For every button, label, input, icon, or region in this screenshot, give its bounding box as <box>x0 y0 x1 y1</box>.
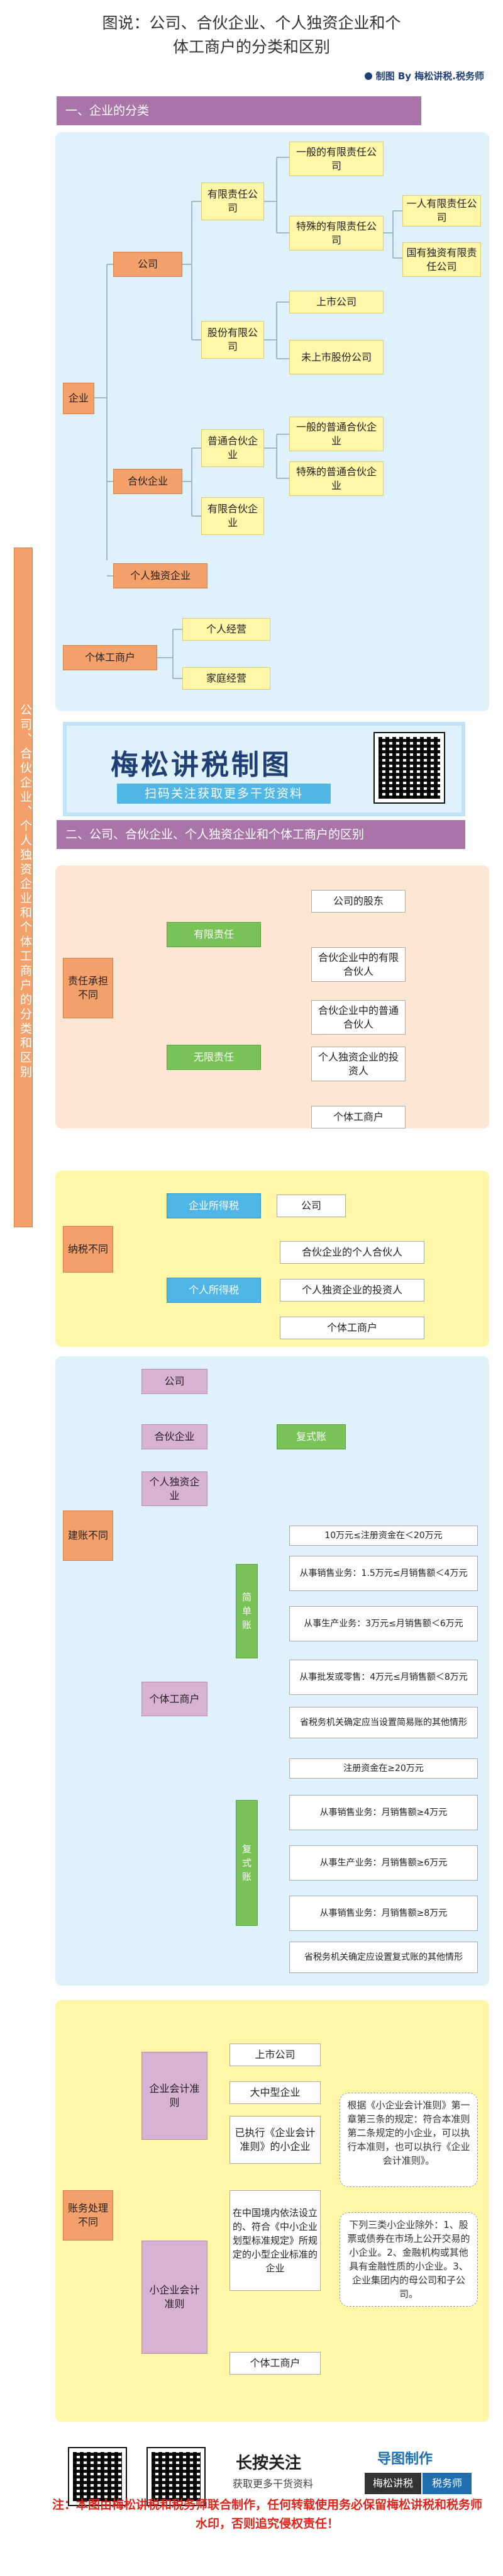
banner-subtitle: 扫码关注获取更多干货资料 <box>117 784 331 804</box>
node-sole-proprietorship: 个人独资企业 <box>113 563 207 588</box>
simple-rule-3: 从事生产业务：3万元≤月销售额＜6万元 <box>289 1606 478 1641</box>
footer: 长按关注 获取更多干货资料 导图制作 梅松讲税 税务师 <box>0 2433 503 2576</box>
node-one-person-llc: 一人有限责任公司 <box>402 195 481 227</box>
node-acc-small-desc: 在中国境内依法设立的、符合《中小企业划型标准规定》所规定的小型企业标准的企业 <box>229 2190 321 2291</box>
vertical-label: 公司、合伙企业、个人独资企业和个体工商户的分类和区别 <box>14 548 33 1227</box>
node-acc-large: 大中型企业 <box>229 2081 321 2104</box>
node-bk-individual: 个体工商户 <box>141 1682 207 1716</box>
footer-brand: 梅松讲税 <box>365 2473 421 2494</box>
node-limited-partnership: 有限合伙企业 <box>201 497 264 535</box>
node-listed: 上市公司 <box>289 291 384 313</box>
node-unlisted: 未上市股份公司 <box>289 340 384 374</box>
simple-rule-4: 从事批发或零售：4万元≤月销售额＜8万元 <box>289 1660 478 1695</box>
node-bookkeeping: 建账不同 <box>63 1510 113 1561</box>
node-special-gp: 特殊的普通合伙企业 <box>289 461 384 496</box>
simple-rule-1: 10万元≤注册资金在＜20万元 <box>289 1526 478 1546</box>
qr-code-icon <box>146 2447 206 2506</box>
node-family-operation: 家庭经营 <box>182 667 270 690</box>
node-small-enterprise-standards: 小企业会计准则 <box>141 2241 207 2354</box>
node-sole-investor-tax: 个人独资企业的投资人 <box>280 1279 424 1302</box>
node-sole-investor: 个人独资企业的投资人 <box>311 1047 406 1081</box>
node-double-entry: 复式账 <box>277 1424 346 1449</box>
node-simple-accounts: 简单账 <box>236 1564 258 1658</box>
double-rule-4: 从事销售业务：月销售额≥8万元 <box>289 1896 478 1931</box>
footer-brand2: 税务师 <box>423 2473 472 2494</box>
node-acc-listed: 上市公司 <box>229 2044 321 2066</box>
brand-banner: 梅松讲税制图 扫码关注获取更多干货资料 <box>63 722 465 816</box>
footer-follow: 长按关注 <box>236 2454 302 2473</box>
credit: 制图 By 梅松讲税.税务师 <box>364 69 484 82</box>
footer-follow-sub: 获取更多干货资料 <box>233 2478 314 2490</box>
double-rule-1: 注册资金在≥20万元 <box>289 1758 478 1779</box>
footer-daotu: 导图制作 <box>377 2451 433 2467</box>
node-accounting: 账务处理不同 <box>63 2190 113 2241</box>
double-rule-5: 省税务机关确定应设置复式账的其他情形 <box>289 1942 478 1973</box>
node-acc-executed: 已执行《企业会计准则》的小企业 <box>229 2116 321 2164</box>
simple-rule-5: 省税务机关确定应当设置简易账的其他情形 <box>289 1707 478 1738</box>
banner-title: 梅松讲税制图 <box>111 749 292 781</box>
node-individual-business-tax: 个体工商户 <box>280 1317 424 1339</box>
footer-note: 注：本图由梅松讲税和税务师联合制作，任何转载使用务必保留梅松讲税和税务师水印，否… <box>52 2498 482 2531</box>
qr-code-icon <box>68 2447 127 2506</box>
section-2-title: 二、公司、合伙企业、个人独资企业和个体工商户的区别 <box>57 820 465 849</box>
dot-icon <box>364 72 372 80</box>
note-small-enterprise: 根据《小企业会计准则》第一章第三条的规定：符合本准则第二条规定的小企业，可以执行… <box>340 2093 478 2187</box>
double-rule-2: 从事销售业务：月销售额≥4万元 <box>289 1795 478 1830</box>
node-shareholders: 公司的股东 <box>311 890 406 913</box>
node-enterprise: 企业 <box>63 383 94 414</box>
node-special-llc: 特殊的有限责任公司 <box>289 216 384 250</box>
node-limited-partners: 合伙企业中的有限合伙人 <box>311 947 406 982</box>
node-joint-stock: 股份有限公司 <box>201 321 264 359</box>
node-company-tax: 公司 <box>277 1195 346 1217</box>
credit-text: 制图 By 梅松讲税.税务师 <box>375 70 484 82</box>
qr-code-icon <box>373 732 445 804</box>
node-enterprise-standards: 企业会计准则 <box>141 2052 207 2140</box>
node-general-partners: 合伙企业中的普通合伙人 <box>311 1000 406 1035</box>
diagram-title-line1: 图说：公司、合伙企业、个人独资企业和个 <box>102 14 401 32</box>
node-individual-business: 个体工商户 <box>63 645 157 670</box>
node-liability: 责任承担不同 <box>63 958 113 1018</box>
section-1-title: 一、企业的分类 <box>57 96 421 125</box>
node-bk-company: 公司 <box>141 1369 207 1394</box>
node-partnership: 合伙企业 <box>113 469 182 494</box>
node-bk-partnership: 合伙企业 <box>141 1424 207 1449</box>
node-corporate-income-tax: 企业所得税 <box>167 1193 261 1218</box>
node-general-llc: 一般的有限责任公司 <box>289 142 384 176</box>
node-general-partnership: 普通合伙企业 <box>201 429 264 467</box>
simple-rule-2: 从事销售业务：1.5万元≤月销售额＜4万元 <box>289 1556 478 1591</box>
node-tax: 纳税不同 <box>63 1226 113 1273</box>
node-acc-individual: 个体工商户 <box>229 2352 321 2375</box>
node-bk-sole: 个人独资企业 <box>141 1471 207 1506</box>
node-unlimited-liability: 无限责任 <box>167 1045 261 1070</box>
node-company: 公司 <box>113 252 182 277</box>
note-exceptions: 下列三类小企业除外：1、股票或债券在市场上公开交易的小企业。2、金融机构或其他具… <box>340 2212 478 2307</box>
node-llc: 有限责任公司 <box>201 183 264 220</box>
node-double-accounts: 复式账 <box>236 1800 258 1926</box>
node-individual-partner: 合伙企业的个人合伙人 <box>280 1241 424 1264</box>
region-liability <box>55 865 489 1128</box>
node-individual-operation: 个人经营 <box>182 618 270 641</box>
node-general-gp: 一般的普通合伙企业 <box>289 417 384 451</box>
diagram-title-line2: 体工商户的分类和区别 <box>172 38 330 56</box>
node-individual-business-2: 个体工商户 <box>311 1106 406 1128</box>
node-limited-liability: 有限责任 <box>167 922 261 947</box>
double-rule-3: 从事生产业务：月销售额≥6万元 <box>289 1845 478 1881</box>
node-personal-income-tax: 个人所得税 <box>167 1278 261 1303</box>
node-state-owned-llc: 国有独资有限责任公司 <box>402 242 481 277</box>
